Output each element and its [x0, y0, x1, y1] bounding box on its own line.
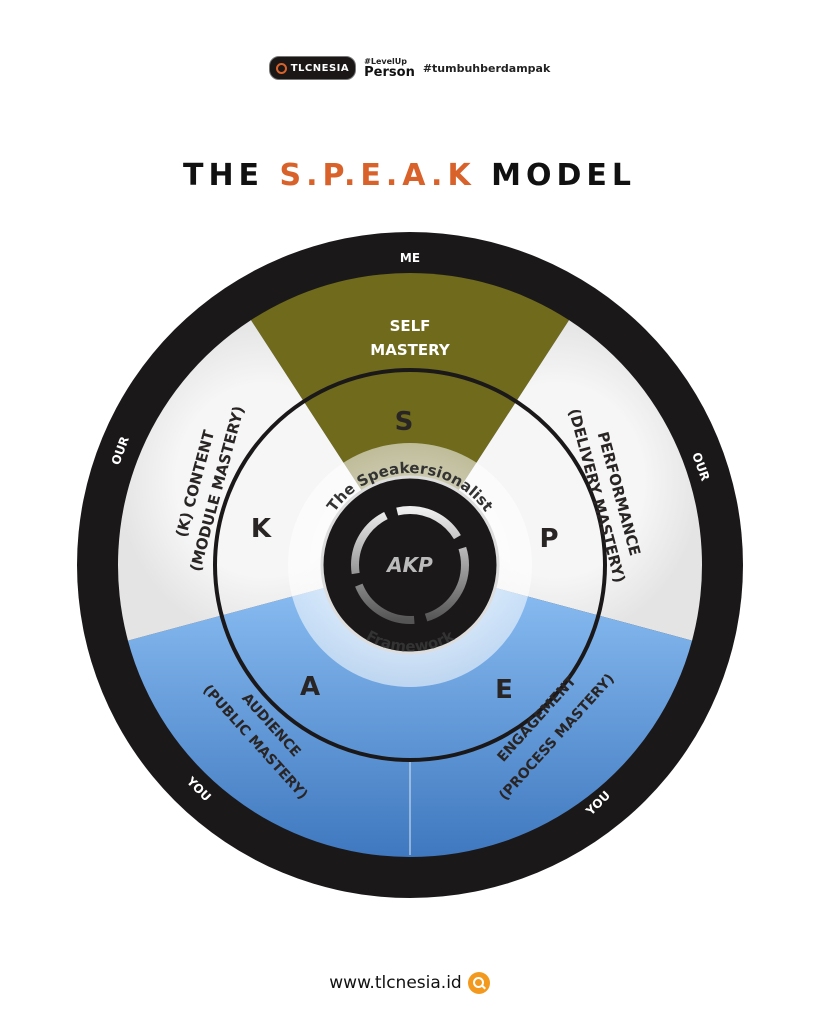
p-letter: P	[539, 524, 558, 554]
e-letter: E	[495, 675, 513, 705]
s-label-line1: SELF	[390, 317, 431, 335]
s-label-line2: MASTERY	[370, 341, 451, 359]
website-link[interactable]: www.tlcnesia.id	[329, 973, 462, 993]
page-title: THE S.P.E.A.K MODEL	[0, 158, 819, 193]
title-prefix: THE	[182, 158, 280, 193]
akp-logo-ring-icon	[351, 506, 469, 624]
levelup-tag: #LevelUp Person	[364, 56, 415, 80]
hashtag: #tumbuhberdampak	[422, 61, 551, 75]
header: TLCNESIA #LevelUp Person #tumbuhberdampa…	[0, 56, 819, 80]
brand-name: TLCNESIA	[290, 62, 350, 74]
levelup-text: #LevelUp	[364, 56, 407, 66]
search-icon	[467, 972, 490, 994]
inner-ring	[213, 368, 607, 762]
brand-logo: TLCNESIA	[268, 56, 357, 80]
center-disc	[320, 475, 500, 655]
footer: www.tlcnesia.id	[0, 972, 819, 994]
sector-s	[250, 273, 570, 565]
akp-logo: AKP	[385, 553, 433, 577]
a-letter: A	[300, 672, 320, 702]
title-suffix: MODEL	[475, 158, 636, 193]
s-letter: S	[395, 407, 414, 437]
title-accent: S.P.E.A.K	[279, 158, 476, 193]
k-letter: K	[251, 514, 272, 544]
logo-mark-icon	[275, 62, 287, 74]
ring-label-me: ME	[400, 251, 420, 265]
person-text: Person	[364, 64, 415, 80]
